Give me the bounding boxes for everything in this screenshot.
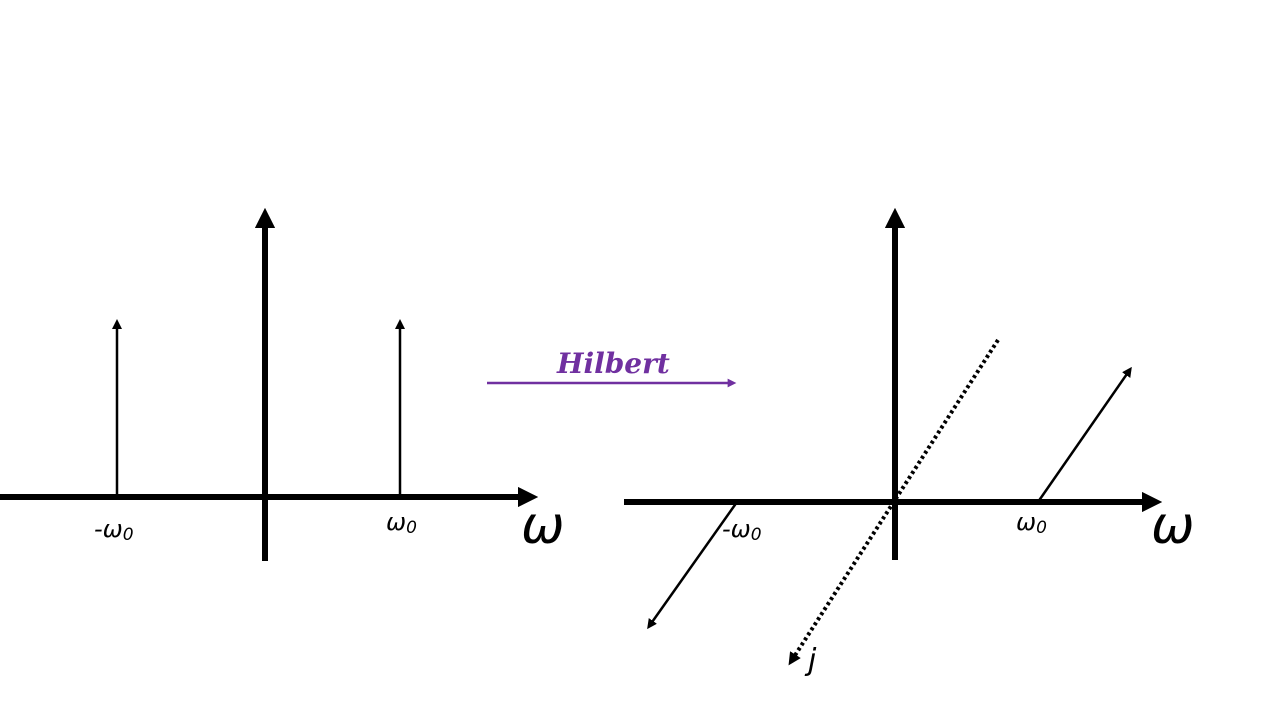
left-omega-axis-label: ω	[521, 496, 565, 556]
left-pos-freq-label: ω0	[386, 508, 417, 538]
hilbert-label: Hilbert	[556, 347, 670, 380]
right-neg-freq-label: -ω0	[722, 515, 762, 545]
right-impulse-neg-freq	[647, 501, 739, 630]
left-spectrum-panel: -ω0 ω0 ω	[0, 207, 565, 561]
right-pos-freq-label: ω0	[1016, 508, 1047, 538]
imaginary-j-label: j	[804, 643, 817, 678]
right-impulse-pos-freq	[1036, 366, 1132, 503]
hilbert-transform-arrow: Hilbert	[487, 347, 737, 388]
right-omega-axis-label: ω	[1151, 496, 1195, 556]
right-spectrum-panel: -ω0 ω0 ω j	[624, 207, 1195, 678]
left-neg-freq-label: -ω0	[94, 515, 134, 545]
